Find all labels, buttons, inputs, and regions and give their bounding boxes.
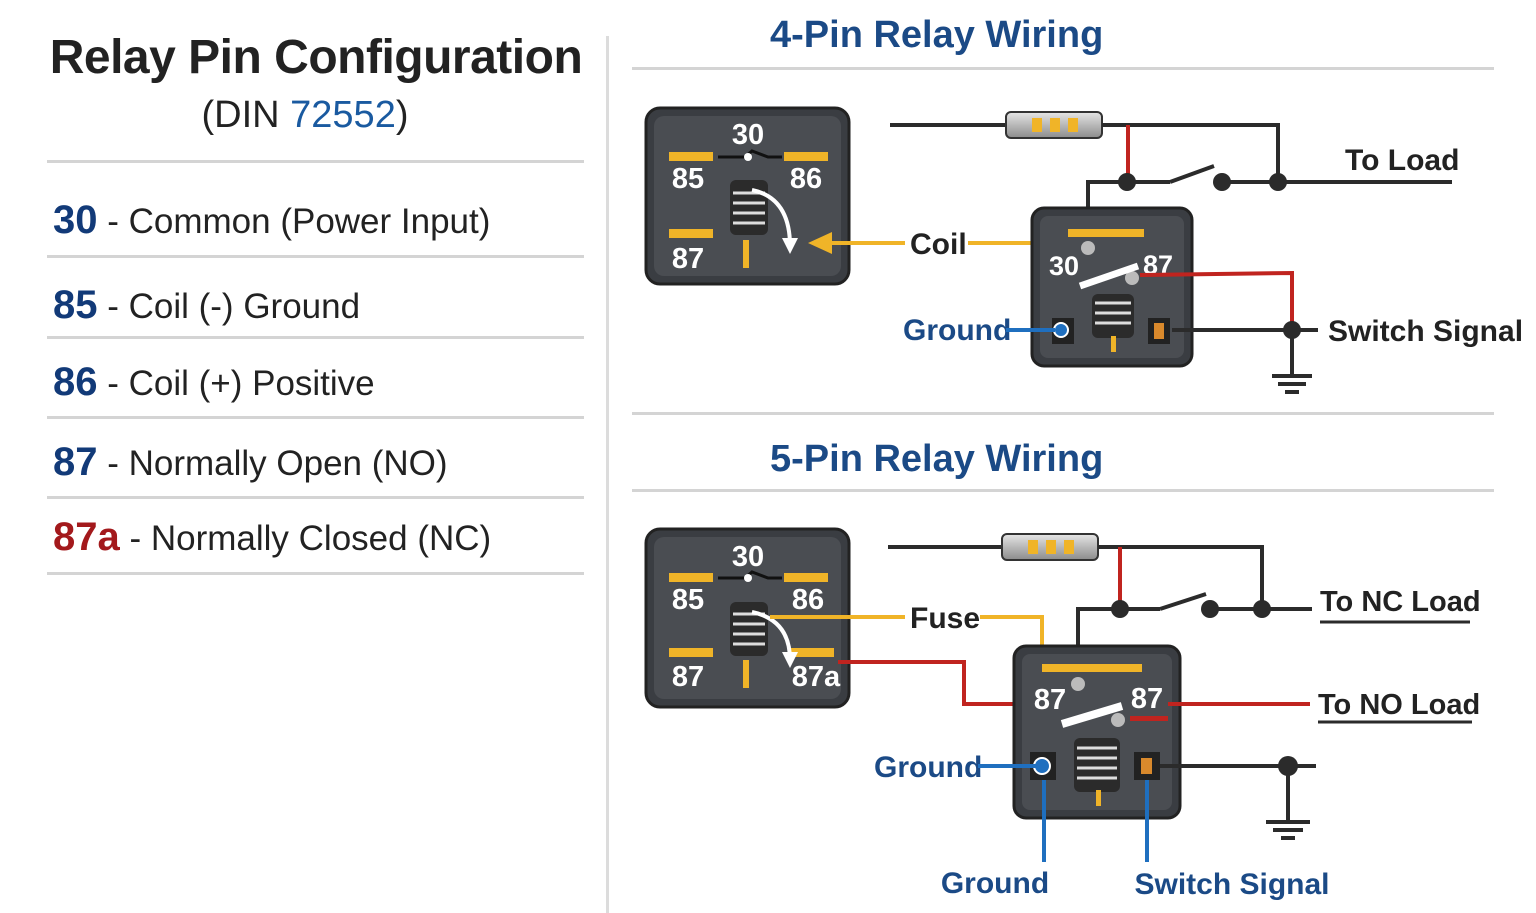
pin-separator: -: [97, 444, 129, 483]
din-standard-number: 72552: [290, 94, 396, 136]
pin-number: 86: [53, 360, 98, 404]
fuse-icon: [1005, 111, 1103, 139]
relay-pin-label: 87: [1034, 684, 1066, 716]
coil-icon: [1074, 738, 1120, 792]
switch-icon: [1169, 164, 1215, 184]
face-pin-label: 85: [672, 163, 704, 195]
section-rule: [632, 67, 1494, 70]
face-pin-label: 87a: [792, 661, 841, 693]
face-pin-label: 30: [732, 119, 764, 151]
junction-dot: [1118, 173, 1136, 191]
pin-number: 30: [53, 198, 98, 242]
pin-row-86: 86 - Coil (+) Positive: [53, 360, 375, 405]
junction-dot: [1213, 173, 1231, 191]
vertical-divider: [606, 36, 609, 913]
to-no-load-label: To NO Load: [1318, 689, 1480, 721]
face-pin-label: 85: [672, 584, 704, 616]
coil-label: Coil: [910, 228, 967, 261]
four-pin-diagram: 30 85 86 87 Coil To Load: [644, 106, 1523, 394]
subtitle-close: ): [395, 94, 409, 136]
pin-number: 87: [53, 440, 98, 484]
face-pin-label: 87: [672, 661, 704, 693]
pin-row-85: 85 - Coil (-) Ground: [53, 283, 360, 328]
relay-5pin: 87 87: [1012, 644, 1182, 820]
pin-description: Coil (-) Ground: [128, 287, 361, 326]
fuse-icon: [1001, 533, 1099, 561]
arrow-icon: [751, 188, 792, 247]
five-pin-diagram: 30 85 86 87 87a Fuse To NC Load: [644, 527, 1481, 901]
pin-description: Coil (+) Positive: [128, 364, 375, 403]
pin-configuration-panel: Relay Pin Configuration (DIN 72552) 30 -…: [0, 0, 610, 913]
pin-description: Normally Closed (NC): [150, 519, 492, 558]
wire: [1139, 270, 1294, 330]
relay-face-4pin: 30 85 86 87: [644, 106, 851, 286]
junction-dot: [1111, 600, 1129, 618]
divider: [47, 572, 584, 575]
face-pin-label: 87: [672, 243, 704, 275]
wire: [1098, 545, 1264, 609]
switch-icon: [1159, 592, 1207, 611]
coil-icon: [730, 180, 768, 235]
divider: [47, 496, 584, 499]
switch-signal-label: Switch Signal: [1134, 868, 1329, 901]
five-pin-title: 5-Pin Relay Wiring: [770, 438, 1104, 480]
pin-number: 85: [53, 283, 98, 327]
arrow-icon: [808, 232, 832, 254]
ground-label: Ground: [874, 751, 982, 784]
switch-signal-label: Switch Signal: [1328, 315, 1523, 348]
panel-subtitle: (DIN 72552): [0, 94, 610, 137]
wire: [838, 660, 1030, 706]
four-pin-title: 4-Pin Relay Wiring: [770, 14, 1104, 56]
ground-symbol-icon: [1266, 766, 1310, 840]
pin-separator: -: [97, 287, 129, 326]
divider: [47, 160, 584, 163]
pin-separator: -: [97, 364, 129, 403]
section-rule: [632, 412, 1494, 415]
coil-icon: [1092, 294, 1134, 338]
junction-dot: [1201, 600, 1219, 618]
section-rule: [632, 489, 1494, 492]
wire: [1102, 123, 1280, 182]
junction-dot: [1269, 173, 1287, 191]
face-pin-label: 86: [792, 584, 824, 616]
pin-separator: -: [97, 202, 129, 241]
subtitle-open: (DIN: [201, 94, 291, 136]
pin-row-87: 87 - Normally Open (NO): [53, 440, 448, 485]
pin-number: 87a: [53, 515, 120, 559]
ground-symbol-icon: [1272, 330, 1312, 394]
to-nc-load-label: To NC Load: [1320, 586, 1481, 618]
pin-separator: -: [119, 519, 151, 558]
face-pin-label: 86: [790, 163, 822, 195]
relay-4pin: 30 87: [1030, 206, 1194, 368]
to-load-label: To Load: [1345, 144, 1459, 177]
panel-title: Relay Pin Configuration: [49, 31, 583, 84]
relay-face-5pin: 30 85 86 87 87a: [644, 527, 851, 709]
ground-label: Ground: [903, 314, 1011, 347]
pin-row-87a: 87a - Normally Closed (NC): [53, 515, 491, 560]
pin-row-30: 30 - Common (Power Input): [53, 198, 490, 243]
face-pin-label: 30: [732, 541, 764, 573]
pin-description: Normally Open (NO): [128, 444, 448, 483]
divider: [47, 416, 584, 419]
fuse-label: Fuse: [910, 602, 980, 635]
pin-description: Common (Power Input): [128, 202, 491, 241]
junction-dot: [1253, 600, 1271, 618]
ground-bottom-label: Ground: [941, 867, 1049, 900]
coil-icon: [730, 602, 768, 656]
divider: [47, 255, 584, 258]
relay-pin-label: 30: [1049, 251, 1079, 281]
relay-pin-label: 87: [1131, 683, 1163, 715]
divider: [47, 336, 584, 339]
